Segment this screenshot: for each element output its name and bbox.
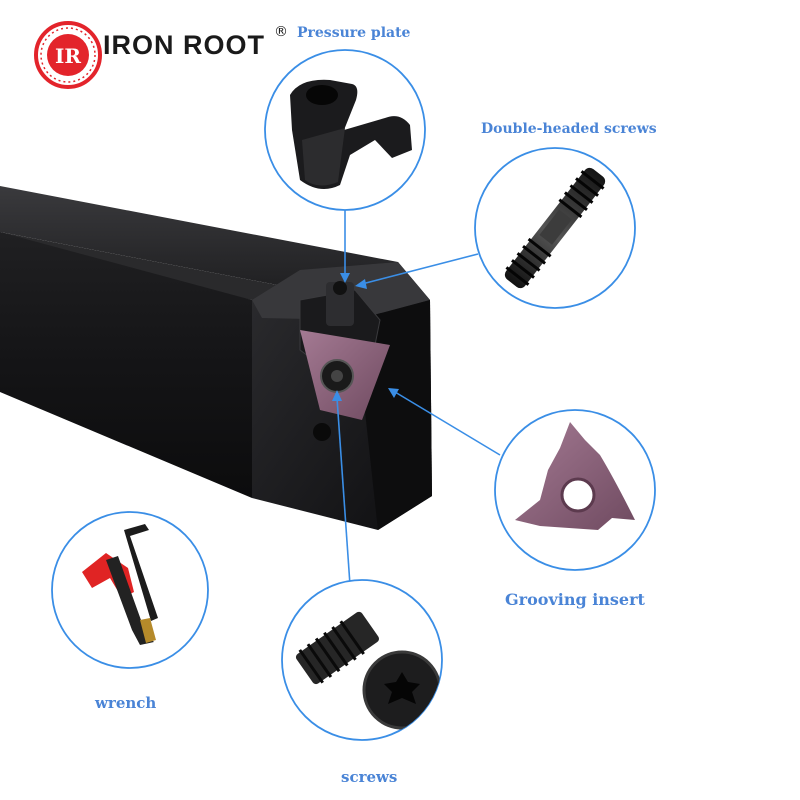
wrench-callout <box>51 511 209 669</box>
brand-name: IRON ROOT <box>103 30 265 60</box>
double-headed-screws-callout <box>474 147 636 309</box>
brand-logo: IR <box>34 21 102 89</box>
brand-logo-monogram: IR <box>55 44 81 68</box>
grooving-insert-label: Grooving insert <box>505 590 645 609</box>
wrench-label: wrench <box>95 694 157 712</box>
registered-mark: ® <box>274 24 288 40</box>
mounted-insert <box>300 330 390 441</box>
pressure-plate-label: Pressure plate <box>297 25 411 41</box>
screws-callout <box>281 579 443 741</box>
grooving-insert-callout <box>494 409 656 571</box>
screws-label: screws <box>341 768 398 786</box>
pressure-plate-callout <box>264 49 426 211</box>
callout-lines <box>332 210 501 586</box>
double-headed-screws-label: Double-headed screws <box>481 121 657 137</box>
